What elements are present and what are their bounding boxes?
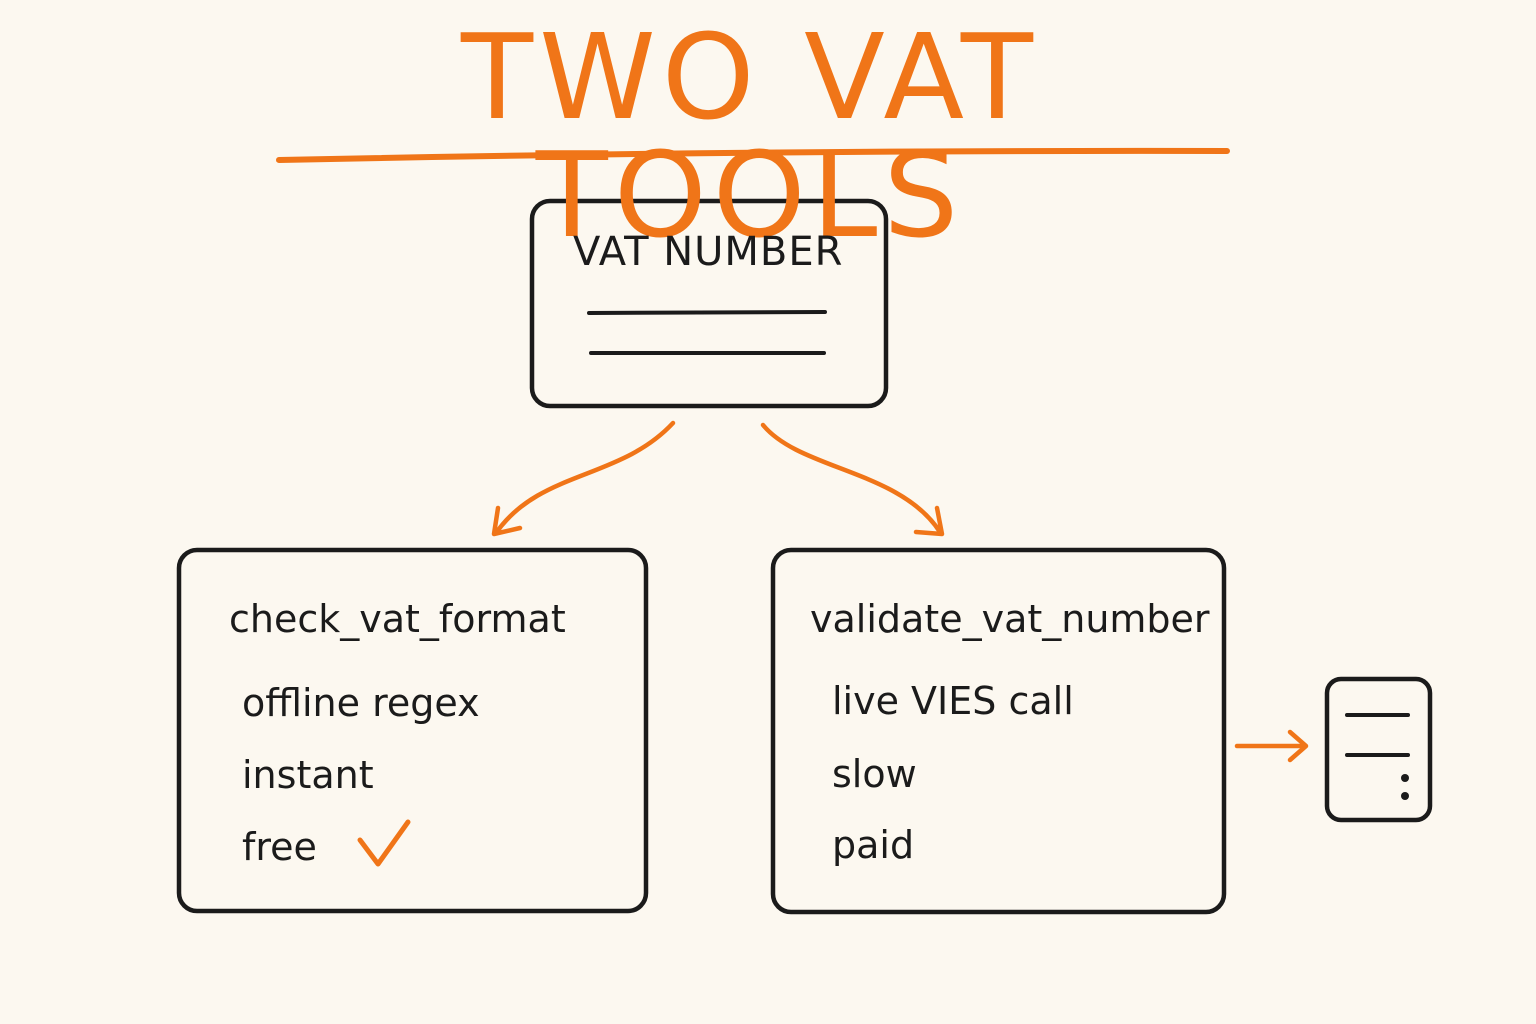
vat-number-label: VAT NUMBER xyxy=(573,229,844,275)
check-vat-format-feature-2: instant xyxy=(242,753,374,797)
vat-number-line-1 xyxy=(587,310,827,315)
check-vat-format-feature-3: free xyxy=(242,825,317,869)
server-icon xyxy=(1324,676,1433,823)
validate-vat-number-title: validate_vat_number xyxy=(810,597,1210,641)
arrow-to-server xyxy=(1234,729,1309,763)
validate-vat-number-feature-3: paid xyxy=(832,823,915,867)
diagram-title: TWO VAT TOOLS xyxy=(461,8,1039,264)
validate-vat-number-card xyxy=(770,547,1227,915)
title-underline xyxy=(276,147,1230,163)
check-vat-format-title: check_vat_format xyxy=(229,597,566,641)
arrow-to-check-vat-format xyxy=(491,420,676,537)
arrow-to-validate-vat-number xyxy=(760,422,945,537)
vat-number-card xyxy=(529,198,889,409)
validate-vat-number-feature-1: live VIES call xyxy=(832,679,1074,723)
check-vat-format-feature-1: offline regex xyxy=(242,681,480,725)
check-vat-format-card xyxy=(176,547,649,914)
validate-vat-number-feature-2: slow xyxy=(832,752,917,796)
checkmark-icon xyxy=(357,819,411,867)
